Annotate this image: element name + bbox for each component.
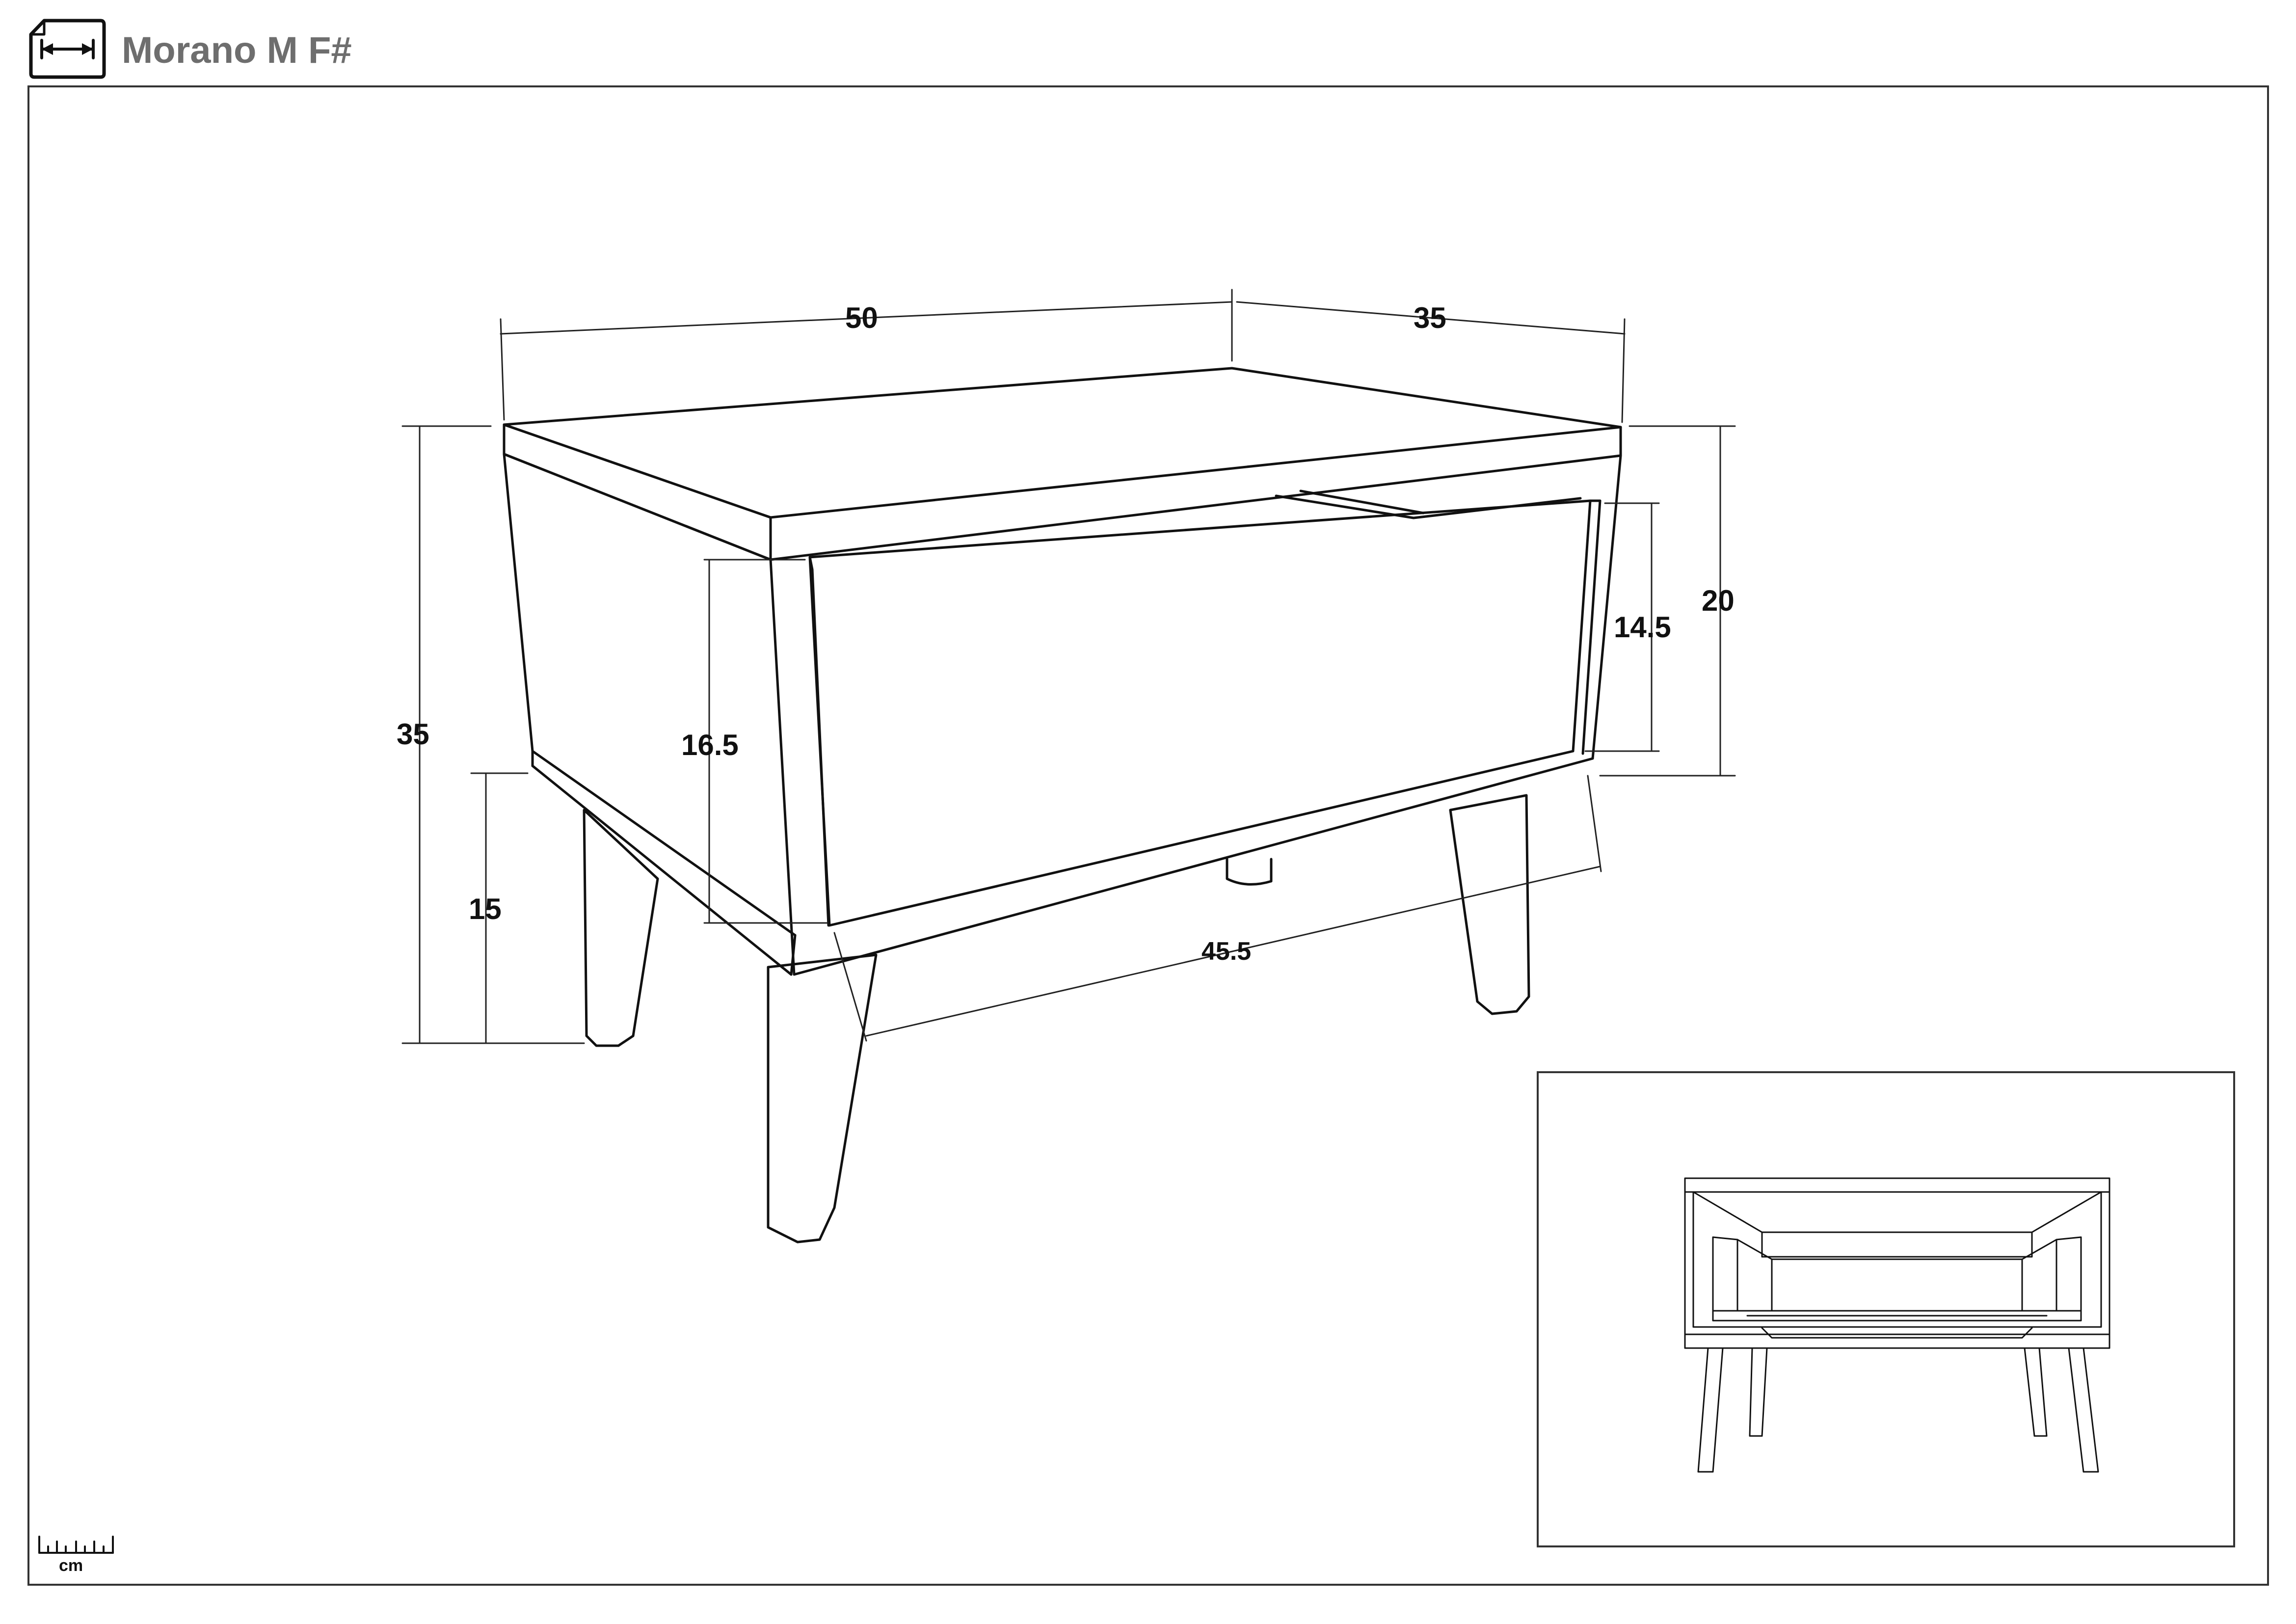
dimension-body-height-label: 20 bbox=[1702, 584, 1735, 617]
dimension-total-height-label: 35 bbox=[397, 718, 429, 751]
dimensions-icon bbox=[29, 19, 106, 79]
drawing-frame bbox=[27, 85, 2269, 1586]
page-title: Morano M F# bbox=[122, 29, 352, 71]
dimension-drawer-width-label: 45.5 bbox=[1201, 937, 1251, 966]
dimension-width-label: 50 bbox=[845, 301, 878, 334]
dimension-leg-height-label: 15 bbox=[469, 893, 502, 925]
dimension-drawer-inner-label: 14.5 bbox=[1614, 611, 1671, 644]
dimension-depth-label: 35 bbox=[1414, 301, 1446, 334]
inset-front-view bbox=[1537, 1071, 2235, 1547]
dimension-lines bbox=[401, 289, 1736, 1044]
nightstand-perspective-view bbox=[503, 367, 1622, 1244]
scale-unit-label: cm bbox=[59, 1556, 83, 1575]
scale-bar bbox=[38, 1536, 114, 1554]
dimension-drawer-front-label: 16.5 bbox=[681, 729, 739, 761]
